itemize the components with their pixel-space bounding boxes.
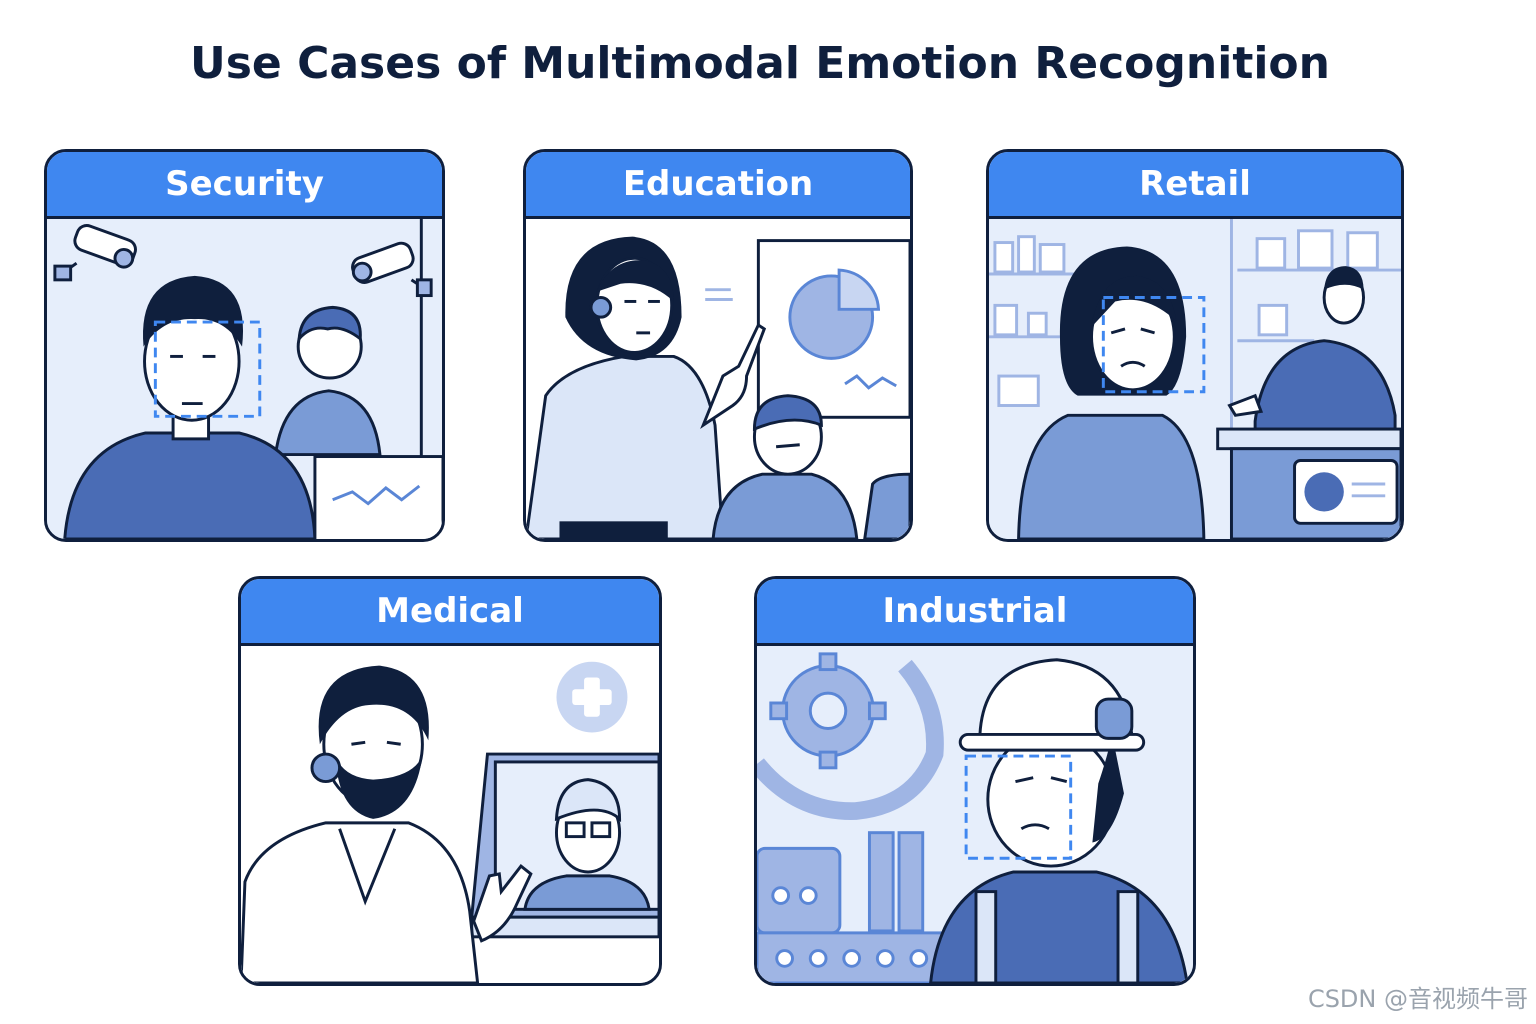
education-scene-illustration (526, 219, 910, 539)
medical-scene-illustration (241, 646, 659, 983)
pie-chart-icon (788, 268, 881, 360)
card-header: Security (47, 152, 442, 219)
industrial-scene-illustration (757, 646, 1193, 983)
medical-cross-icon (556, 661, 628, 733)
card-industrial: Industrial (754, 576, 1196, 986)
card-security: Security (44, 149, 445, 542)
card-header: Industrial (757, 579, 1193, 646)
security-scene-illustration (47, 219, 442, 539)
watermark: CSDN @音视频牛哥 (1307, 985, 1528, 1013)
card-retail: Retail (986, 149, 1404, 542)
card-header: Education (526, 152, 910, 219)
card-education: Education (523, 149, 913, 542)
security-camera-icon (53, 224, 137, 282)
retail-scene-illustration (989, 219, 1401, 539)
card-header: Retail (989, 152, 1401, 219)
gear-icon (769, 652, 887, 770)
security-camera-icon (351, 241, 433, 298)
card-medical: Medical (238, 576, 662, 986)
card-header: Medical (241, 579, 659, 646)
page-title: Use Cases of Multimodal Emotion Recognit… (190, 38, 1330, 89)
